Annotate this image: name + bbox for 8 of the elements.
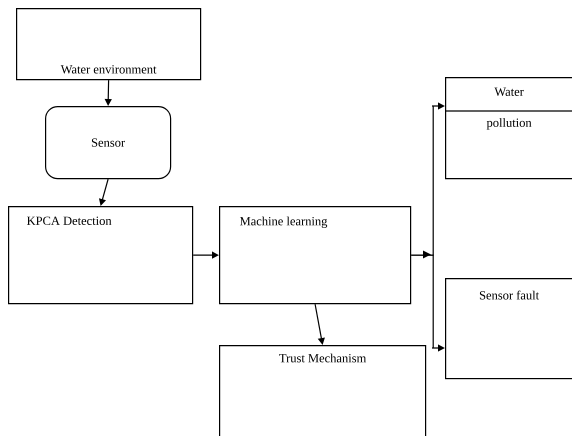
process-box: Trust Mechanism xyxy=(219,345,426,436)
rounded-box: Sensor xyxy=(45,106,172,180)
process-box: Machine learning xyxy=(219,206,412,304)
process-box: KPCA Detection xyxy=(8,206,194,304)
process-box: Water environment xyxy=(16,8,202,80)
process-box: Water pollution xyxy=(445,77,572,180)
process-box: Sensor fault xyxy=(445,278,572,380)
arrowhead xyxy=(423,250,431,258)
